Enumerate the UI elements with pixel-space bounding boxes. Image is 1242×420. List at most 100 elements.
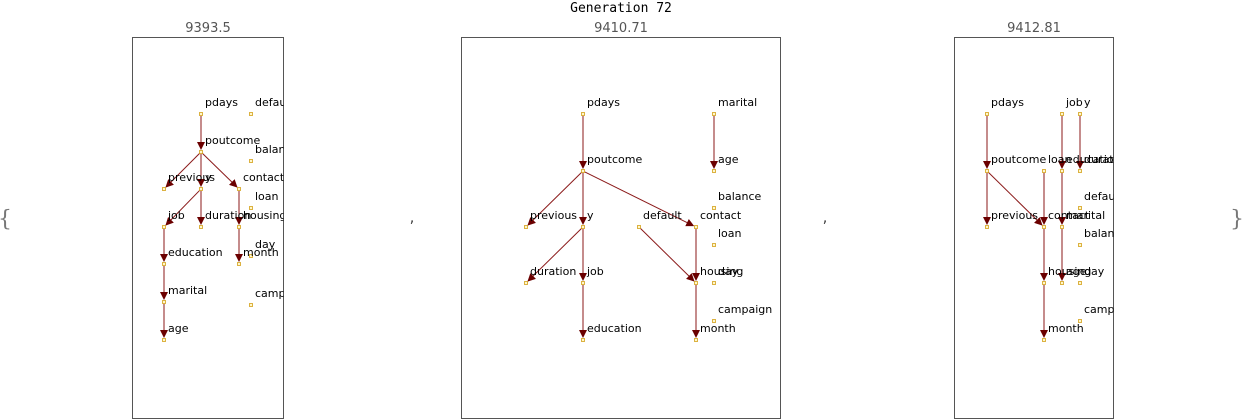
node-housing <box>237 225 241 229</box>
node-loan <box>1042 169 1046 173</box>
generation-title: Generation 72 <box>570 1 672 16</box>
node-month <box>1042 338 1046 342</box>
node-poutcome <box>985 169 989 173</box>
node-label-loan: loan <box>255 190 279 203</box>
separator-2: , <box>823 208 828 226</box>
node-label-marital: marital <box>1066 209 1105 222</box>
node-label-month: month <box>700 322 736 335</box>
panel-score: 9410.71 <box>594 21 648 36</box>
node-label-marital: marital <box>718 96 757 109</box>
node-loan <box>712 243 716 247</box>
node-month <box>694 338 698 342</box>
node-campaign <box>712 319 716 323</box>
node-label-housing: housing <box>700 265 743 278</box>
node-day <box>249 254 253 258</box>
node-y <box>199 187 203 191</box>
node-poutcome <box>199 150 203 154</box>
node-previous <box>162 187 166 191</box>
edge-poutcome-previous <box>527 172 582 226</box>
panel-frame <box>461 37 781 419</box>
node-label-job: job <box>586 265 604 278</box>
node-default <box>637 225 641 229</box>
node-label-pdays: pdays <box>205 96 238 109</box>
node-marital <box>1060 225 1064 229</box>
node-month <box>237 262 241 266</box>
node-contact <box>237 187 241 191</box>
node-day <box>712 281 716 285</box>
node-y <box>1078 112 1082 116</box>
node-pdays <box>199 112 203 116</box>
node-label-job: job <box>1065 96 1083 109</box>
node-campa <box>249 303 253 307</box>
node-age <box>162 338 166 342</box>
node-education <box>162 262 166 266</box>
edge-y-job <box>165 190 200 226</box>
node-contact <box>694 225 698 229</box>
edge-poutcome-contact <box>584 171 695 227</box>
node-label-age: age <box>1066 265 1087 278</box>
node-previous <box>524 225 528 229</box>
close-brace: } <box>1230 207 1242 232</box>
node-label-pdays: pdays <box>991 96 1024 109</box>
node-label-job: job <box>167 209 185 222</box>
node-label-education: education <box>1066 153 1121 166</box>
node-duration <box>1078 169 1082 173</box>
node-label-campa: campa <box>1084 303 1121 316</box>
node-label-y: y <box>205 171 212 184</box>
node-day <box>1078 281 1082 285</box>
node-label-loan: loan <box>1048 153 1072 166</box>
node-label-housing: housing <box>1048 265 1091 278</box>
node-defau <box>249 112 253 116</box>
node-label-marital: marital <box>168 284 207 297</box>
node-label-duration: duration <box>205 209 251 222</box>
node-age <box>712 169 716 173</box>
node-label-age: age <box>168 322 189 335</box>
panel-score: 9393.5 <box>185 21 231 36</box>
node-marital <box>162 300 166 304</box>
node-job <box>581 281 585 285</box>
open-brace: { <box>0 207 12 232</box>
node-label-campa: campa <box>255 287 292 300</box>
edge-default-housing <box>640 228 695 282</box>
edge-y-duration <box>527 228 582 282</box>
node-label-contact: contact <box>1048 209 1090 222</box>
node-loan <box>249 206 253 210</box>
node-poutcome <box>581 169 585 173</box>
node-housing <box>694 281 698 285</box>
node-balan <box>249 159 253 163</box>
node-label-balan: balan <box>255 143 286 156</box>
separator-1: , <box>410 208 415 226</box>
node-marital <box>712 112 716 116</box>
node-label-poutcome: poutcome <box>587 153 642 166</box>
node-label-poutcome: poutcome <box>991 153 1046 166</box>
node-label-pdays: pdays <box>587 96 620 109</box>
node-defau <box>1078 206 1082 210</box>
node-education <box>1060 169 1064 173</box>
panel-frame <box>132 37 284 419</box>
node-label-duration: duration <box>530 265 576 278</box>
node-label-duration: duration <box>1084 153 1130 166</box>
node-job <box>1060 112 1064 116</box>
node-label-previous: previous <box>991 209 1038 222</box>
node-pdays <box>985 112 989 116</box>
node-label-education: education <box>587 322 642 335</box>
node-label-poutcome: poutcome <box>205 134 260 147</box>
node-label-defau: defau <box>1084 190 1115 203</box>
node-label-defau: defau <box>255 96 286 109</box>
node-label-balan: balan <box>1084 227 1115 240</box>
node-label-previous: previous <box>168 171 215 184</box>
node-label-previous: previous <box>530 209 577 222</box>
panel-score: 9412.81 <box>1007 21 1061 36</box>
node-balan <box>1078 243 1082 247</box>
node-label-age: age <box>718 153 739 166</box>
node-label-default: default <box>643 209 682 222</box>
node-job <box>162 225 166 229</box>
edge-poutcome-contact <box>988 172 1043 226</box>
